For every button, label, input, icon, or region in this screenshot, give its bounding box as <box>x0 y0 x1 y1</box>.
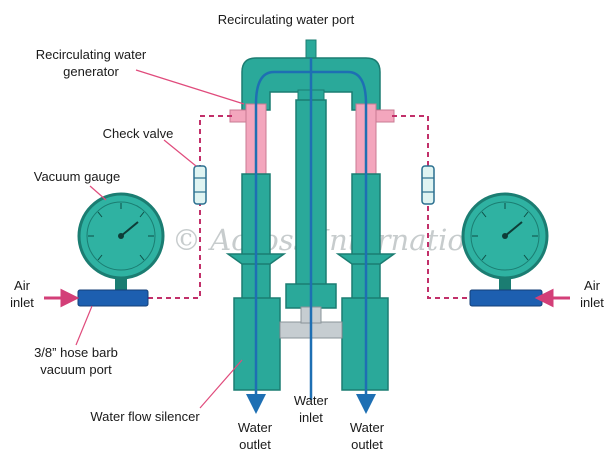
recirculating-port-nozzle <box>305 39 317 61</box>
label-air-inlet-right-1: Air <box>584 278 601 293</box>
left-side-stub <box>229 109 249 123</box>
label-hose-barb-2: vacuum port <box>40 362 112 377</box>
watermark: © Across International <box>172 223 510 257</box>
generator-leader <box>135 69 245 105</box>
label-air-inlet-left-2: inlet <box>10 295 34 310</box>
silencer-leader <box>199 359 243 409</box>
label-water-inlet-1: Water <box>294 393 329 408</box>
label-water-outlet-right-1: Water <box>350 420 385 435</box>
label-check-valve: Check valve <box>103 126 174 141</box>
label-silencer: Water flow silencer <box>90 409 200 424</box>
left-hose-barb-fitting <box>77 289 149 307</box>
label-air-inlet-left-1: Air <box>14 278 31 293</box>
right-air-inlet-arrow <box>534 288 570 308</box>
right-vacuum-gauge <box>461 192 549 292</box>
hose-barb-leader <box>75 305 93 346</box>
left-vacuum-hose <box>148 115 232 299</box>
label-water-outlet-left-1: Water <box>238 420 273 435</box>
label-hose-barb-1: 3/8” hose barb <box>34 345 118 360</box>
right-check-valve <box>421 165 435 205</box>
label-recirculating-port: Recirculating water port <box>218 12 355 27</box>
left-check-valve <box>193 165 207 205</box>
left-vacuum-gauge <box>77 192 165 292</box>
label-vacuum-gauge: Vacuum gauge <box>34 169 121 184</box>
right-side-stub <box>375 109 395 123</box>
label-air-inlet-right-2: inlet <box>580 295 604 310</box>
label-generator-line1: Recirculating water <box>36 47 147 62</box>
right-vacuum-hose <box>392 115 470 299</box>
gauge-leader <box>89 185 107 201</box>
label-water-outlet-left-2: outlet <box>239 437 271 452</box>
left-air-inlet-arrow <box>44 288 80 308</box>
label-water-inlet-2: inlet <box>299 410 323 425</box>
label-generator-line2: generator <box>63 64 119 79</box>
right-hose-barb-fitting <box>469 289 543 307</box>
check-valve-leader <box>163 139 197 167</box>
label-water-outlet-right-2: outlet <box>351 437 383 452</box>
